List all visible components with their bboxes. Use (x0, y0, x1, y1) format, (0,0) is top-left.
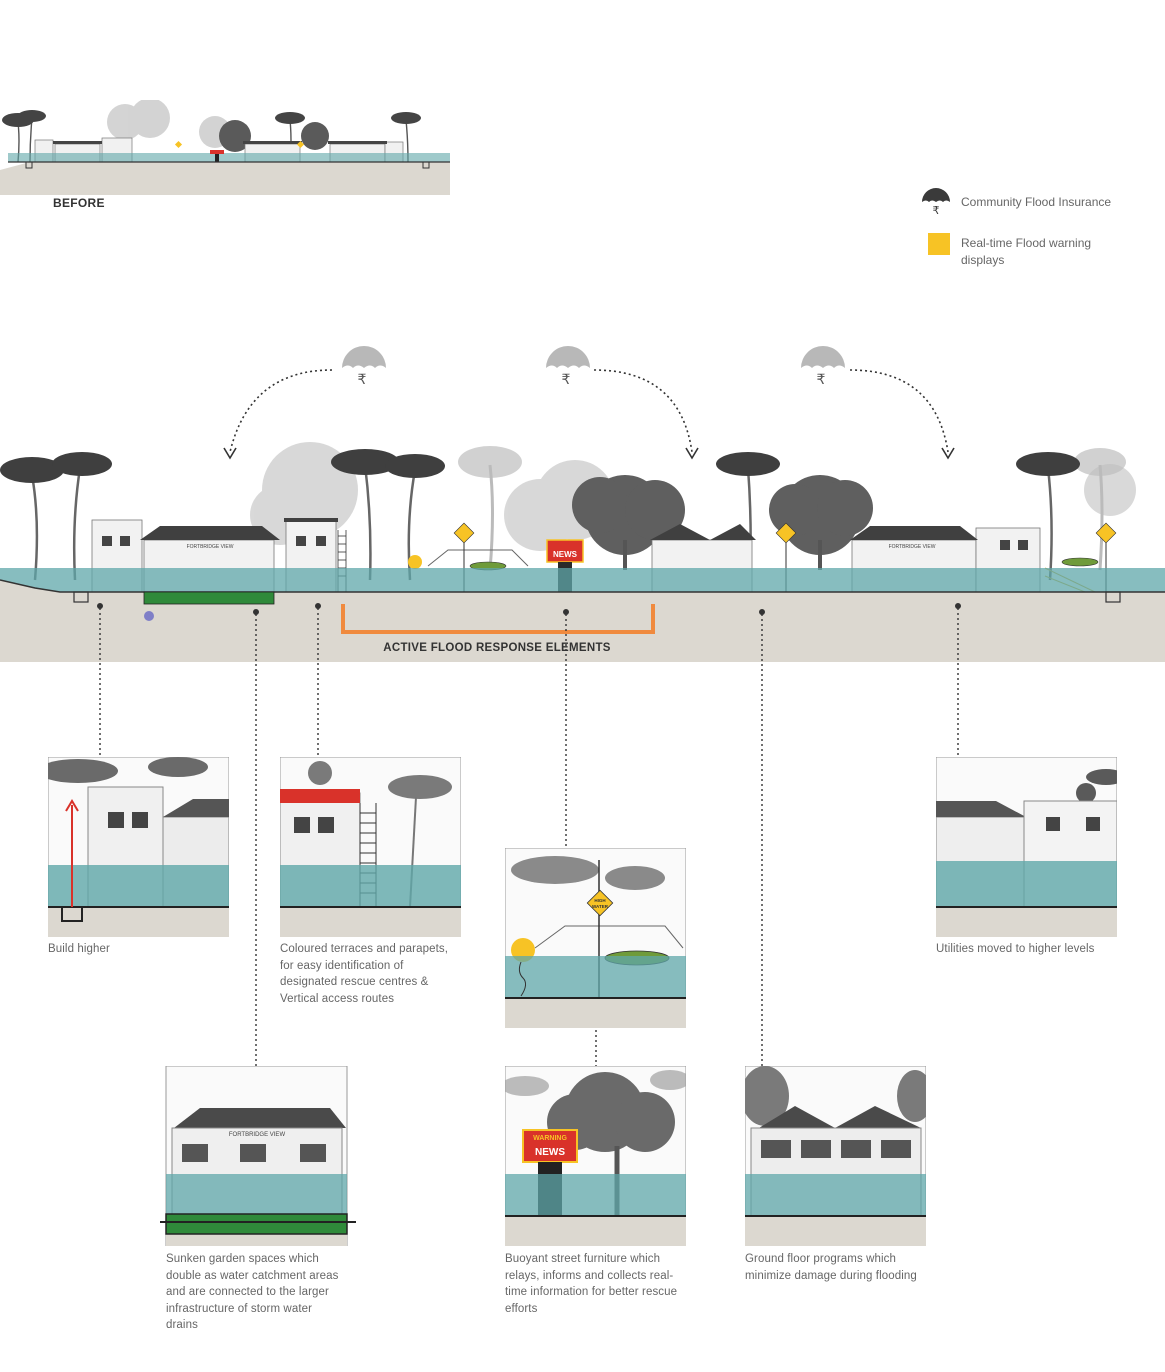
svg-text:FORTBRIDGE VIEW: FORTBRIDGE VIEW (229, 1132, 286, 1138)
terraces-panel (280, 757, 461, 937)
utilities-panel (936, 757, 1117, 937)
svg-text:NEWS: NEWS (535, 1147, 565, 1158)
high-water-sign-icon (586, 889, 614, 917)
svg-text:HIGH: HIGH (594, 898, 605, 903)
svg-text:₹: ₹ (562, 371, 571, 387)
caption-terraces: Coloured terraces and parapets, for easy… (280, 943, 449, 1005)
svg-text:₹: ₹ (358, 371, 367, 387)
warning-swatch (928, 233, 950, 255)
svg-text:WARNING: WARNING (533, 1135, 567, 1142)
caption-sunken: Sunken garden spaces which double as wat… (166, 1253, 339, 1331)
svg-text:₹: ₹ (933, 205, 940, 217)
legend-insurance-label: Community Flood Insurance (961, 195, 1112, 209)
bracket-label: ACTIVE FLOOD RESPONSE ELEMENTS (383, 642, 611, 654)
ground-floor-panel (745, 1066, 926, 1246)
insurance-umbrella-3: ₹ (801, 346, 845, 387)
legend-warning-label: Real-time Flood warning displays (961, 236, 1092, 267)
caption-buoyant: Buoyant street furniture which relays, i… (505, 1253, 678, 1315)
caption-build-higher: Build higher (48, 943, 110, 955)
news-display-panel: WARNING NEWS (505, 1066, 686, 1246)
main-section-illustration: ₹ ₹ ₹ (0, 346, 1165, 662)
svg-text:WATER: WATER (592, 904, 609, 909)
arrow-up-icon (65, 799, 79, 812)
build-higher-panel (48, 757, 229, 937)
before-label: BEFORE (53, 196, 105, 210)
svg-text:NEWS: NEWS (553, 550, 578, 559)
svg-text:FORTBRIDGE VIEW: FORTBRIDGE VIEW (889, 544, 936, 550)
svg-text:₹: ₹ (817, 371, 826, 387)
before-section-illustration (0, 100, 450, 195)
caption-utilities: Utilities moved to higher levels (936, 943, 1095, 955)
insurance-umbrella-1: ₹ (342, 346, 386, 387)
svg-text:FORTBRIDGE VIEW: FORTBRIDGE VIEW (187, 544, 234, 550)
sunken-garden-panel: FORTBRIDGE VIEW (160, 1066, 356, 1246)
buoyant-furniture-panel: HIGH WATER (505, 848, 686, 1028)
umbrella-icon: ₹ (922, 188, 950, 217)
leader-lines (99, 608, 959, 1066)
caption-ground-floor: Ground floor programs which minimize dam… (745, 1253, 917, 1282)
insurance-umbrella-2: ₹ (546, 346, 590, 387)
